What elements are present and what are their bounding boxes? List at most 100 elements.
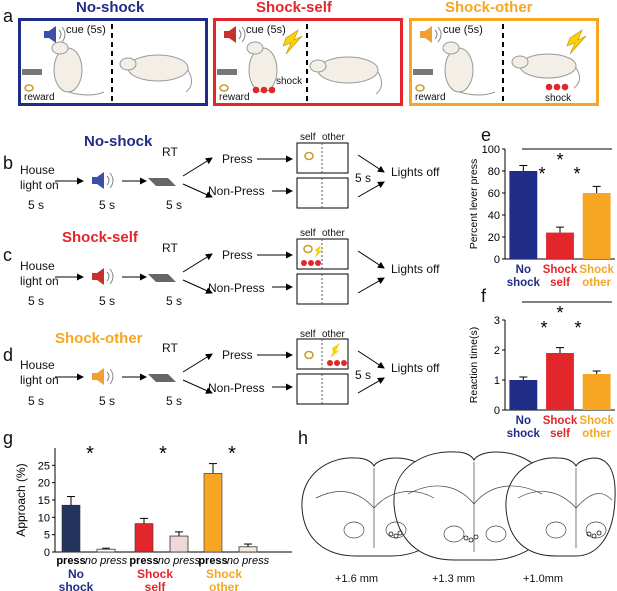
cue-label: cue (5s) (246, 24, 286, 36)
speaker-icon (224, 26, 246, 43)
bar-no-press (96, 548, 116, 553)
significance-star: * (556, 303, 563, 323)
rt-label: RT (162, 145, 178, 159)
lightning-icon (282, 29, 303, 55)
duration-label: 5 s (166, 294, 183, 308)
panel-label-h: h (298, 428, 309, 448)
duration-label: 5 s (28, 294, 45, 308)
shock-dots (545, 83, 569, 91)
y-tick-label: 3 (494, 315, 500, 327)
x-tick-label: No (516, 264, 531, 276)
lightning-icon (566, 29, 587, 55)
panel-label-f: f (481, 286, 487, 306)
shock-dots (252, 86, 276, 94)
group-label: Shock (137, 567, 173, 581)
panel-label-d: d (3, 345, 14, 365)
cond-box-shock-other (409, 18, 599, 106)
row-title-shock-self: Shock-self (62, 229, 138, 246)
significance-star: * (86, 443, 94, 465)
duration-label: 5 s (99, 394, 116, 408)
y-tick-label: 100 (482, 144, 500, 156)
significance-star: * (556, 150, 563, 170)
bar-press (203, 473, 223, 553)
y-tick-label: 60 (488, 188, 500, 200)
section-label: +1.6 mm (335, 573, 379, 585)
timeline-row-graphics (55, 142, 385, 209)
significance-star: * (538, 164, 545, 184)
nonpress-label: Non-Press (208, 281, 265, 295)
press-label: Press (222, 152, 253, 166)
significance-star: * (159, 443, 167, 465)
rat-standing (442, 41, 496, 96)
x-tick-label: Shock (543, 415, 578, 427)
bar-no-press (238, 546, 258, 553)
bar-label-no-press: no press (227, 555, 270, 567)
house-label: House (20, 259, 55, 273)
reward-label: reward (219, 92, 250, 103)
x-tick-label: other (582, 277, 611, 289)
group-label: No (68, 567, 84, 581)
cond-box-shock-self (213, 18, 403, 106)
group-label: Shock (206, 567, 242, 581)
cond-title-shock-self: Shock-self (256, 0, 332, 16)
self-label: self (300, 132, 316, 143)
y-tick-label: 40 (488, 210, 500, 222)
bar (582, 374, 611, 410)
reward-label: reward (415, 92, 446, 103)
speaker-icon (92, 368, 114, 385)
cond-title-shock-other: Shock-other (445, 0, 533, 16)
y-axis-label: Reaction time(s) (468, 327, 480, 403)
duration-label: 5 s (28, 394, 45, 408)
panel-label-g: g (3, 428, 14, 448)
lever-icon (413, 69, 433, 75)
x-tick-label: self (550, 277, 570, 289)
section-label: +1.0mm (523, 573, 564, 585)
lights-off-label: Lights off (391, 165, 440, 179)
rat-lying (309, 56, 382, 95)
rat-standing (246, 41, 278, 93)
light-on-label: light on (20, 274, 59, 288)
duration-label: 5 s (166, 198, 183, 212)
brain-section (505, 457, 616, 557)
y-tick-label: 10 (38, 512, 50, 524)
group-label: other (209, 580, 239, 591)
x-tick-label: No (516, 415, 531, 427)
bar-label-press: press (198, 555, 227, 567)
rat-lying (119, 54, 192, 93)
bar-label-press: press (129, 555, 158, 567)
reward-label: reward (24, 92, 55, 103)
y-tick-label: 20 (488, 232, 500, 244)
cond-box-no-shock (18, 18, 208, 106)
section-label: +1.3 mm (432, 573, 476, 585)
duration-label: 5 s (355, 368, 372, 382)
significance-star: * (228, 443, 236, 465)
x-tick-label: Shock (579, 415, 614, 427)
speaker-icon (420, 26, 442, 43)
lever-icon (217, 69, 237, 75)
bar (509, 171, 538, 259)
significance-star: * (540, 318, 547, 338)
y-tick-label: 0 (44, 547, 50, 559)
significance-star: * (574, 318, 581, 338)
nonpress-label: Non-Press (208, 381, 265, 395)
y-tick-label: 0 (494, 254, 500, 266)
speaker-icon (92, 172, 114, 189)
bar-press (61, 504, 81, 553)
bar-no-press (169, 535, 189, 553)
duration-label: 5 s (28, 198, 45, 212)
bar-label-no-press: no press (158, 555, 201, 567)
x-tick-label: shock (507, 277, 541, 289)
other-label: other (322, 228, 345, 239)
rt-label: RT (162, 341, 178, 355)
rat-lying (511, 53, 580, 89)
speaker-icon (92, 268, 114, 285)
bar (546, 232, 574, 259)
cue-label: cue (5s) (443, 24, 483, 36)
other-label: other (322, 329, 345, 340)
nonpress-label: Non-Press (208, 184, 265, 198)
bar (509, 380, 538, 410)
row-title-shock-other: Shock-other (55, 330, 143, 347)
speaker-icon (44, 26, 66, 43)
